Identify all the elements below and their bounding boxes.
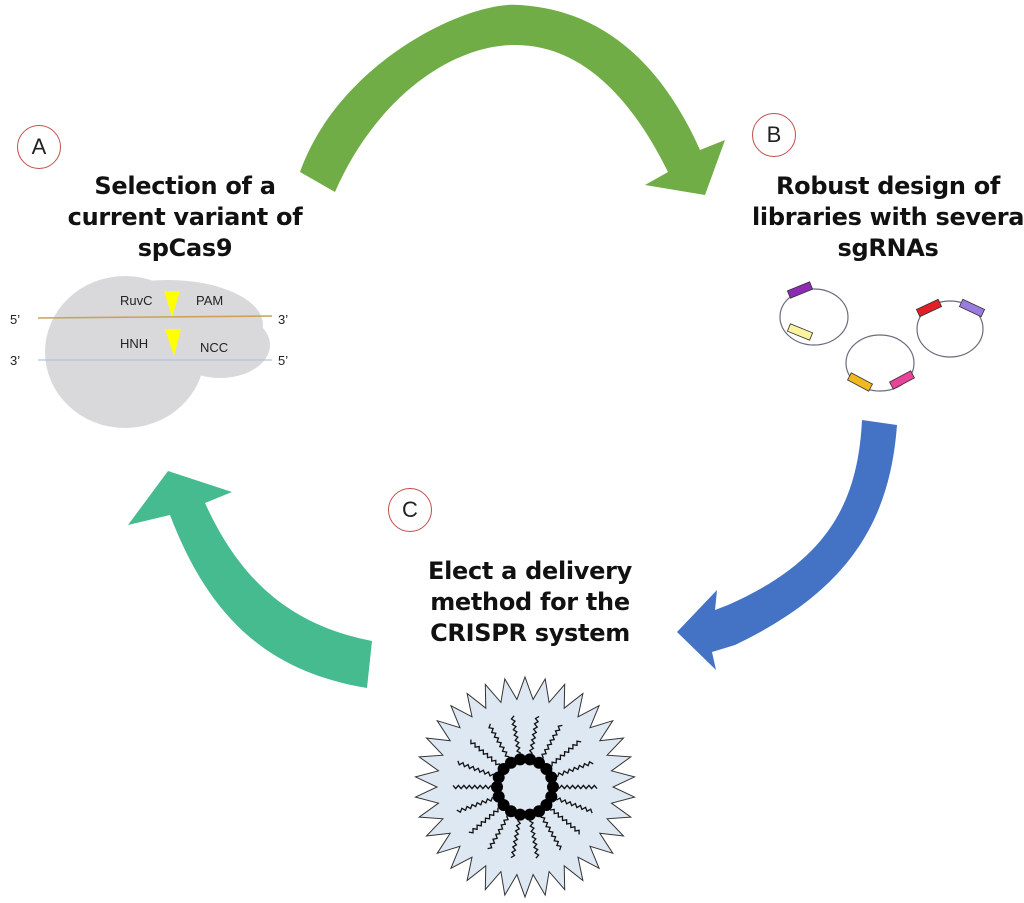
lipid-tail — [457, 760, 494, 777]
ruvc-cleavage-marker — [164, 291, 180, 317]
plasmid-3-insert-2 — [958, 298, 986, 318]
plasmid-2-insert-2 — [888, 370, 916, 390]
step-c-title-line-3: CRISPR system — [430, 619, 630, 647]
lipid-tail — [510, 715, 522, 754]
step-b-title: Robust design of libraries with several … — [752, 171, 1024, 264]
lipid-tail — [456, 796, 494, 814]
lipid-tail — [468, 807, 499, 834]
lipid-head — [547, 781, 559, 793]
step-b-title-line-2: libraries with several — [752, 203, 1024, 231]
cas9-protein-body — [45, 276, 270, 428]
step-b-title-line-3: sgRNAs — [837, 234, 939, 262]
lipid-head — [492, 790, 505, 803]
lipid-tail — [470, 739, 501, 766]
lipid-head — [533, 805, 545, 818]
ncc-label: NCC — [200, 340, 228, 355]
dna-top-strand — [37, 315, 273, 319]
step-a-title-line-2: current variant of — [67, 203, 303, 231]
top-strand-5prime-label: 5’ — [10, 312, 20, 327]
lipid-tail — [556, 760, 594, 778]
plasmid-2 — [845, 334, 916, 392]
lipid-head — [545, 771, 558, 784]
lipid-tail — [556, 797, 593, 814]
green-curved-arrow — [300, 4, 725, 195]
lipid-heads — [491, 753, 559, 821]
lipid-tail — [452, 784, 492, 790]
lipid-head — [523, 808, 536, 821]
plasmid-1 — [779, 281, 849, 346]
lipid-tail — [541, 724, 563, 759]
lipid-tail — [510, 819, 522, 859]
lipid-tails — [452, 715, 598, 859]
step-b-title-line-1: Robust design of — [775, 172, 1001, 200]
lipid-tail — [540, 816, 562, 851]
hnh-label: HNH — [120, 336, 148, 351]
lipid-head — [523, 753, 536, 766]
bottom-strand-3prime-label: 3’ — [10, 353, 20, 368]
lipid-head — [514, 808, 527, 821]
nanoparticle-spiky-shell — [414, 675, 636, 899]
lipid-nanoparticle — [414, 675, 636, 899]
bottom-strand-5prime-label: 5’ — [278, 353, 288, 368]
lipid-head — [514, 753, 527, 766]
step-c-badge: C — [388, 488, 432, 532]
lipid-tail — [487, 815, 509, 850]
lipid-tail — [528, 715, 540, 755]
plasmid-2-insert-1 — [846, 372, 874, 392]
lipid-tail — [549, 808, 580, 835]
step-c-title: Elect a delivery method for the CRISPR s… — [400, 556, 660, 649]
step-a-title: Selection of a current variant of spCas9 — [65, 171, 305, 264]
lipid-head — [505, 756, 517, 769]
hnh-cleavage-marker — [165, 329, 181, 356]
step-a-title-line-1: Selection of a — [94, 172, 276, 200]
cas9-diagram: RuvC PAM HNH NCC 5’ 3’ 3’ 5’ — [10, 276, 288, 428]
plasmid-1-insert-2 — [786, 323, 814, 341]
step-a-title-line-3: spCas9 — [137, 234, 233, 262]
plasmid-3-insert-1 — [915, 298, 943, 318]
step-a-badge: A — [17, 125, 61, 169]
step-c-title-line-2: method for the — [430, 588, 630, 616]
step-b-badge: B — [752, 113, 796, 157]
lipid-tail — [488, 723, 510, 758]
lipid-tail — [558, 784, 598, 790]
lipid-tail — [528, 820, 540, 859]
top-strand-3prime-label: 3’ — [278, 312, 288, 327]
lipid-tail — [551, 740, 582, 767]
lipid-head — [491, 781, 503, 793]
teal-curved-arrow — [128, 471, 372, 688]
plasmid-1-insert-1 — [786, 281, 814, 299]
sgrna-plasmid-library — [779, 281, 986, 392]
ruvc-label: RuvC — [120, 293, 153, 308]
blue-curved-arrow — [677, 420, 897, 670]
plasmid-3 — [915, 298, 986, 358]
pam-label: PAM — [196, 293, 223, 308]
step-c-title-line-1: Elect a delivery — [427, 557, 633, 585]
